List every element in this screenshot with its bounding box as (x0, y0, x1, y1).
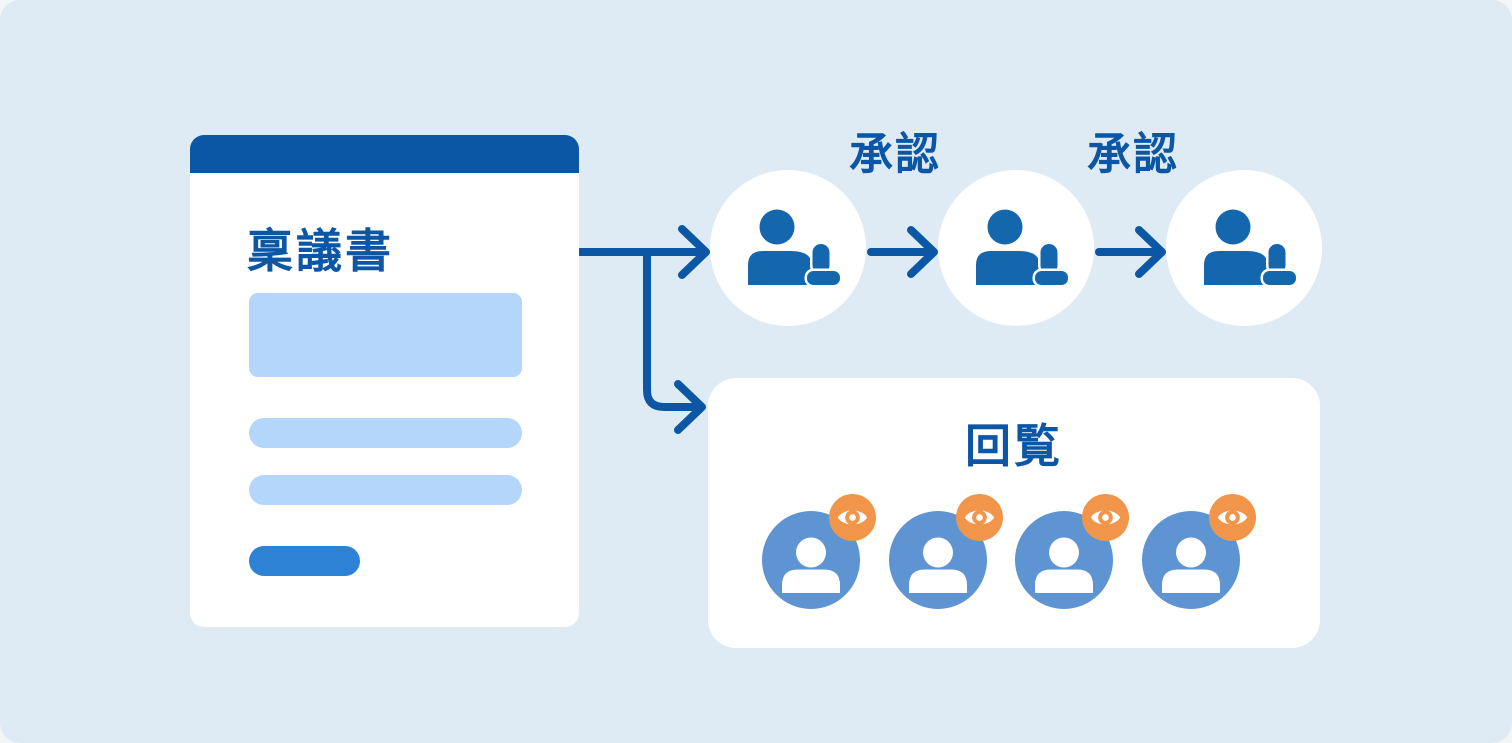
approver-node-1 (710, 170, 866, 326)
document-content-block (249, 293, 522, 377)
person-icon (782, 537, 840, 593)
person-icon (1162, 537, 1220, 593)
person-with-stamp-icon (748, 209, 843, 288)
person-with-stamp-icon (1204, 209, 1299, 288)
circulation-member-3 (1015, 494, 1129, 609)
document-title: 稟議書 (247, 225, 394, 277)
document-action-bar (249, 546, 360, 576)
viewed-badge (829, 494, 876, 541)
document-text-line (249, 475, 522, 505)
eye-icon (837, 510, 868, 525)
circulation-member-1 (762, 494, 876, 609)
arrow-approver-2-to-approver-3 (1095, 226, 1166, 278)
eye-icon (1090, 510, 1121, 525)
circulation-member-2 (889, 494, 1003, 609)
arrow-approver-1-to-approver-2 (867, 226, 938, 278)
eye-icon (964, 510, 995, 525)
arrow-document-to-circulation (643, 248, 706, 434)
viewed-badge (1209, 494, 1256, 541)
circulation-box: 回覧 (708, 378, 1320, 648)
circulation-member-4 (1142, 494, 1256, 609)
avatar (762, 511, 860, 609)
document-header-bar (190, 135, 579, 173)
approver-node-3 (1166, 170, 1322, 326)
document-text-line (249, 418, 522, 448)
approval-label-2: 承認 (1087, 130, 1179, 179)
person-with-stamp-icon (976, 209, 1071, 288)
arrow-document-to-approver-1 (576, 225, 710, 279)
viewed-badge (1082, 494, 1129, 541)
person-icon (1035, 537, 1093, 593)
viewed-badge (956, 494, 1003, 541)
approval-label-1: 承認 (849, 130, 941, 179)
avatar (1015, 511, 1113, 609)
eye-icon (1217, 510, 1248, 525)
circulation-title: 回覧 (965, 420, 1063, 472)
approver-node-2 (938, 170, 1094, 326)
person-icon (909, 537, 967, 593)
ringi-document-card: 稟議書 (190, 135, 579, 627)
